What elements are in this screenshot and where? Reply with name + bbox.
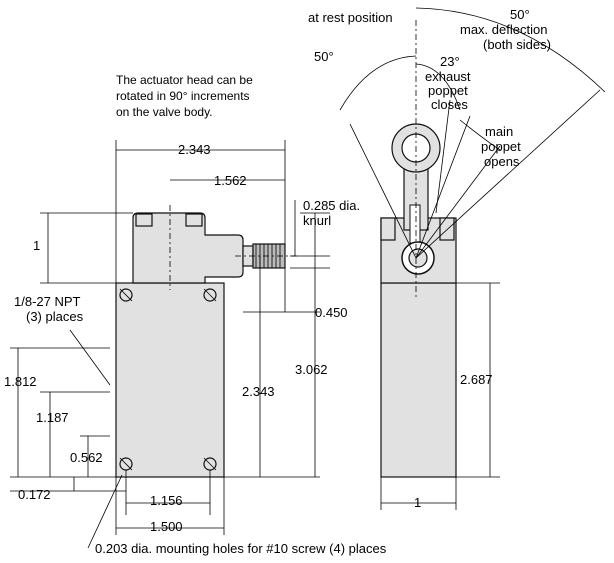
main-label-3: opens [484, 154, 520, 169]
dim-2343-height: 2.343 [242, 384, 275, 399]
side-view [349, 20, 601, 478]
rotation-note: The actuator head can be [116, 73, 253, 87]
rotation-note-3: on the valve body. [116, 105, 213, 119]
npt-label-2: (3) places [26, 309, 84, 324]
valve-body [115, 282, 225, 478]
front-view [115, 205, 300, 478]
side-screw-right [439, 217, 455, 241]
dim-1812: 1.812 [4, 374, 37, 389]
side-valve-body [380, 282, 457, 478]
side-screw-left [380, 217, 396, 241]
rotation-note-2: rotated in 90° increments [116, 89, 250, 103]
mounting-holes-label: 0.203 dia. mounting holes for #10 screw … [95, 541, 387, 556]
deflection-angle-top: 50° [510, 7, 530, 22]
exhaust-label-2: poppet [428, 83, 468, 98]
knurl-label: 0.285 dia. [303, 198, 360, 213]
dim-1187: 1.187 [36, 410, 69, 425]
main-label-2: poppet [481, 139, 521, 154]
dim-0172: 0.172 [18, 487, 51, 502]
dim-1-side: 1 [414, 495, 421, 510]
front-dimensions: 2.343 1.562 1 0.285 dia. knurl 0.450 2.3… [4, 73, 387, 556]
npt-label: 1/8-27 NPT [14, 294, 81, 309]
exhaust-label: exhaust [425, 69, 471, 84]
head-screw-right [185, 213, 203, 227]
dim-2343-overall: 2.343 [178, 142, 211, 157]
exhaust-angle: 23° [440, 54, 460, 69]
dim-3062: 3.062 [295, 362, 328, 377]
head-screw-left [135, 213, 153, 227]
dim-0562: 0.562 [70, 450, 103, 465]
dim-1156: 1.156 [150, 493, 183, 508]
max-deflection-label-2: (both sides) [483, 37, 551, 52]
at-rest-label: at rest position [308, 10, 393, 25]
knurl-label-2: knurl [303, 213, 331, 228]
dim-1-head: 1 [33, 238, 40, 253]
deflection-angle-left: 50° [314, 49, 334, 64]
actuator-head [132, 212, 244, 284]
dim-1562: 1.562 [214, 173, 247, 188]
main-label: main [485, 124, 513, 139]
exhaust-label-3: closes [431, 97, 468, 112]
dim-0450: 0.450 [315, 305, 348, 320]
max-deflection-label: max. deflection [460, 22, 547, 37]
dim-2687: 2.687 [460, 372, 493, 387]
arm-slot [409, 204, 421, 244]
side-annotations: at rest position 50° max. deflection (bo… [308, 7, 606, 510]
dim-1500: 1.500 [150, 519, 183, 534]
